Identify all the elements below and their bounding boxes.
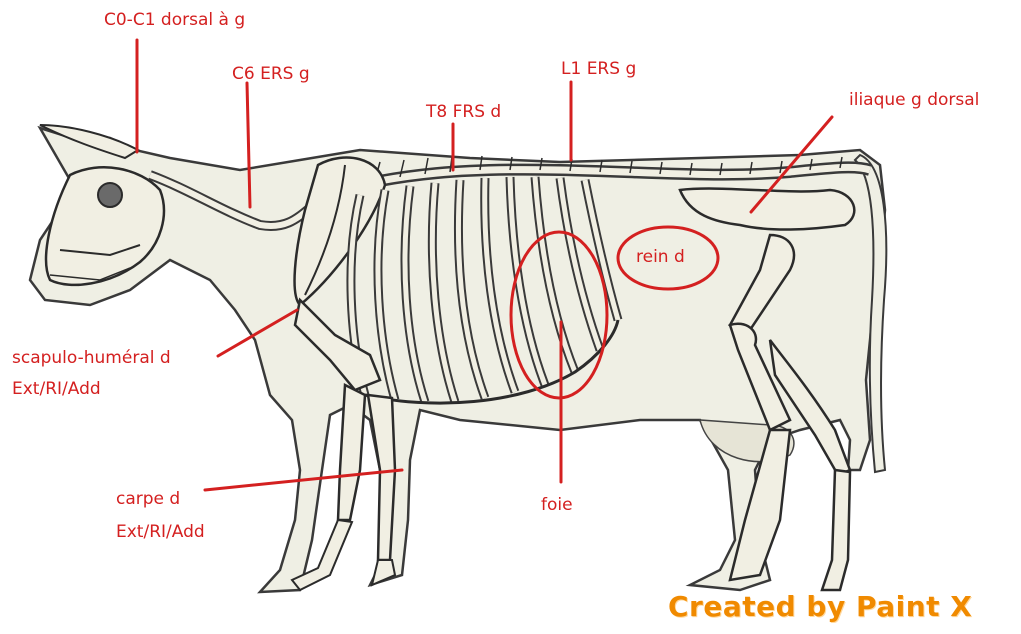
watermark: Created by Paint X: [668, 590, 972, 623]
label-t8: T8 FRS d: [426, 100, 501, 124]
label-l1: L1 ERS g: [561, 57, 636, 81]
label-c6: C6 ERS g: [232, 62, 310, 86]
label-foie: foie: [541, 493, 573, 517]
label-scapulo-line2: Ext/RI/Add: [12, 377, 101, 401]
label-iliaque: iliaque g dorsal: [849, 88, 979, 112]
label-carpe-line1: carpe d: [116, 487, 180, 511]
label-rein: rein d: [636, 245, 685, 269]
label-scapulo-line1: scapulo-huméral d: [12, 346, 171, 370]
label-c0-c1: C0-C1 dorsal à g: [104, 8, 245, 32]
label-carpe-line2: Ext/RI/Add: [116, 520, 205, 544]
